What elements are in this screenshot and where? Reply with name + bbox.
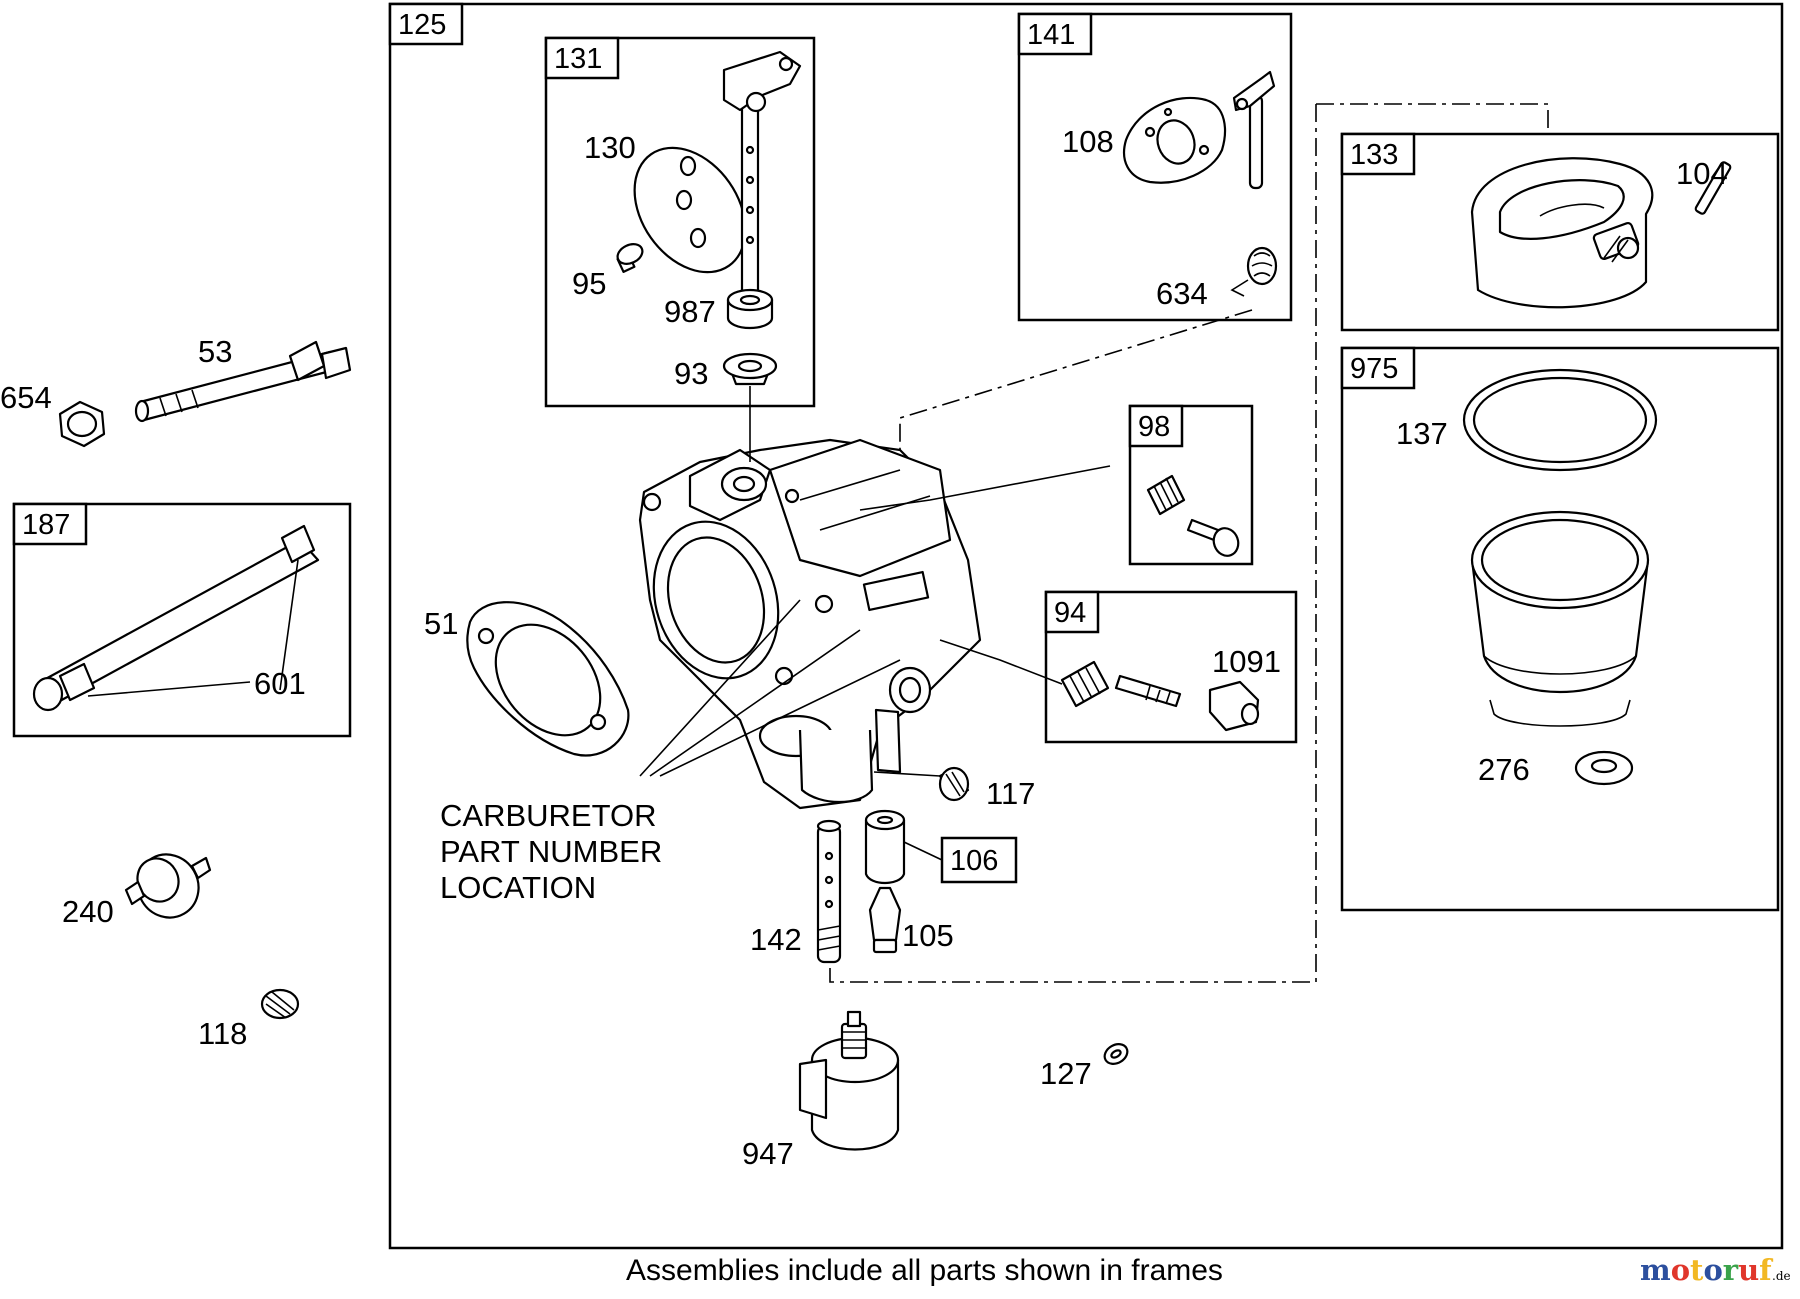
frame-187-number: 187 — [22, 509, 70, 541]
carburetor-body-part — [638, 438, 982, 810]
fuel-solenoid-part — [798, 1010, 900, 1151]
frame-975-tab — [1340, 346, 1416, 390]
label-127: 127 — [1040, 1056, 1092, 1091]
note-line-2: PART NUMBER — [440, 834, 662, 869]
label-634: 634 — [1156, 276, 1208, 311]
label-142: 142 — [750, 922, 802, 957]
frame-133 — [1340, 132, 1780, 332]
logo-wordmark: motoruf — [1640, 1253, 1774, 1287]
leader-lines — [87, 386, 1111, 861]
note-line-3: LOCATION — [440, 870, 596, 905]
frame-975 — [1340, 346, 1780, 912]
frame-98-number: 98 — [1138, 411, 1170, 443]
label-276: 276 — [1478, 752, 1530, 787]
spring-634-part — [1230, 246, 1278, 297]
bowl-gasket-part — [1462, 368, 1658, 472]
bushing-93-part — [722, 352, 778, 386]
label-118: 118 — [198, 1016, 247, 1051]
mixture-needle-part — [1114, 674, 1182, 708]
frame-131 — [544, 36, 816, 408]
intake-gasket-part — [466, 601, 630, 757]
frame-125-tab — [388, 2, 464, 46]
jet-106-part — [864, 809, 906, 885]
frame-98-tab — [1128, 404, 1184, 448]
fuel-line-part — [32, 524, 320, 712]
washer-276-part — [1574, 750, 1634, 786]
nut-654-part — [58, 400, 106, 448]
footer-caption: Assemblies include all parts shown in fr… — [626, 1254, 1223, 1287]
label-654: 654 — [0, 380, 52, 415]
label-105: 105 — [902, 918, 954, 953]
motoruf-logo: motoruf .de — [1640, 1253, 1791, 1287]
label-104: 104 — [1676, 156, 1728, 191]
logo-letter: t — [1690, 1253, 1704, 1287]
throttle-shaft-part — [722, 50, 802, 322]
frame-125 — [388, 2, 1784, 1250]
limiter-cap-1091-part — [1208, 680, 1260, 732]
logo-letter: o — [1671, 1253, 1690, 1287]
frame-187 — [12, 502, 352, 738]
idle-spring-part — [1146, 474, 1186, 516]
frame-106-number: 106 — [950, 845, 998, 877]
label-95: 95 — [572, 266, 606, 301]
float-133-part — [1470, 157, 1654, 309]
o-ring-127-part — [1103, 1043, 1129, 1065]
frame-141 — [1017, 12, 1293, 322]
inlet-seat-117-part — [938, 766, 970, 802]
frame-975-number: 975 — [1350, 353, 1398, 385]
label-93: 93 — [674, 356, 708, 391]
seal-987-part — [726, 288, 774, 330]
frame-94-number: 94 — [1054, 597, 1086, 629]
label-947: 947 — [742, 1136, 794, 1171]
choke-shaft-part — [1232, 70, 1276, 190]
label-117: 117 — [986, 776, 1035, 811]
fuel-bowl-part — [1470, 510, 1650, 727]
frame-125-number: 125 — [398, 9, 446, 41]
frame-94-tab — [1044, 590, 1100, 634]
inlet-needle-part — [868, 886, 902, 954]
clip-118-part — [260, 988, 300, 1020]
frame-94 — [1044, 590, 1298, 744]
screw-95-part — [616, 243, 644, 273]
label-108: 108 — [1062, 124, 1114, 159]
logo-letter: r — [1723, 1253, 1739, 1287]
frame-187-tab — [12, 502, 88, 546]
label-240: 240 — [62, 894, 114, 929]
label-601: 601 — [254, 666, 306, 701]
choke-plate-part — [1123, 96, 1227, 184]
label-137: 137 — [1396, 416, 1448, 451]
frame-98 — [1128, 404, 1254, 566]
idle-screw-part — [1186, 518, 1240, 557]
logo-letter: m — [1640, 1253, 1671, 1287]
logo-suffix: .de — [1772, 1269, 1791, 1283]
throttle-plate-part — [633, 146, 747, 274]
pin-104-part — [1694, 161, 1732, 215]
dashed-assembly-lines — [829, 103, 1549, 983]
frame-141-number: 141 — [1027, 19, 1075, 51]
frame-131-number: 131 — [554, 43, 602, 75]
frame-131-tab — [544, 36, 620, 80]
fitting-53-part — [134, 340, 352, 423]
label-987: 987 — [664, 294, 716, 329]
fuel-filter-part — [124, 853, 212, 919]
mixture-spring-part — [1060, 660, 1110, 708]
frame-133-number: 133 — [1350, 139, 1398, 171]
note-line-1: CARBURETOR — [440, 798, 656, 833]
label-130: 130 — [584, 130, 636, 165]
frame-133-tab — [1340, 132, 1416, 176]
logo-letter: o — [1703, 1253, 1722, 1287]
label-53: 53 — [198, 334, 232, 369]
label-1091: 1091 — [1212, 644, 1281, 679]
logo-letter: f — [1759, 1253, 1774, 1287]
logo-letter: u — [1738, 1253, 1759, 1287]
label-51: 51 — [424, 606, 458, 641]
emulsion-tube-part — [816, 819, 842, 964]
frame-141-tab — [1017, 12, 1093, 56]
